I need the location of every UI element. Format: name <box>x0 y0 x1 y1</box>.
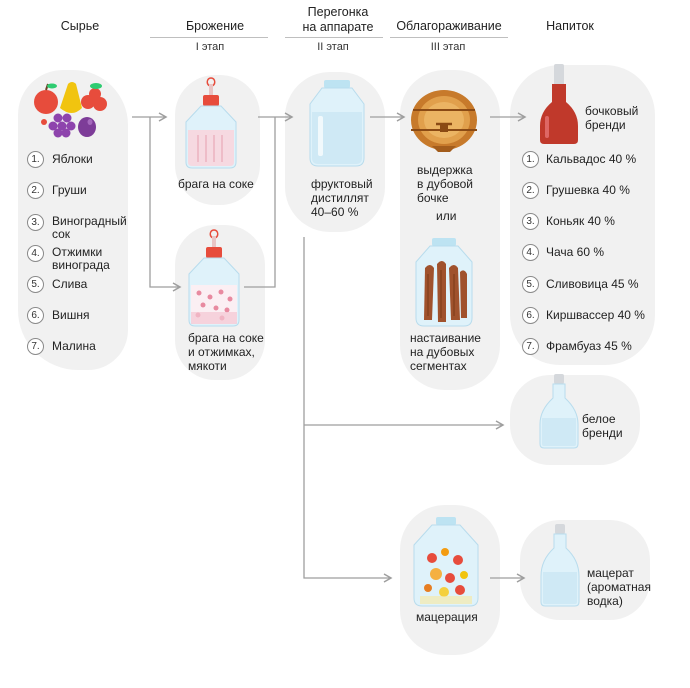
distillate-label-2: дистиллят <box>311 191 369 205</box>
distillate-label-1: фруктовый <box>311 177 373 191</box>
raw-item-num: 5 <box>27 276 44 293</box>
drink-item-label: Киршвассер 40 % <box>546 308 645 322</box>
arrow-mash-to-distillate <box>244 112 294 288</box>
jar-oak-segments <box>415 238 473 327</box>
drink-item-num: 5 <box>522 276 539 293</box>
refinement-divider <box>390 37 508 38</box>
barrel-label-2: в дубовой <box>417 177 474 191</box>
raw-item-num: 2 <box>27 182 44 199</box>
drink-item-num: 1 <box>522 151 539 168</box>
header-distillation-2: на аппарате <box>302 20 374 34</box>
raw-item-num: 1 <box>27 151 44 168</box>
raw-item-label: Малина <box>52 339 96 353</box>
cask-brandy-label-1: бочковый <box>585 104 639 118</box>
drink-item-label: Грушевка 40 % <box>546 183 630 197</box>
segments-label-3: сегментах <box>410 359 467 373</box>
header-refinement: Облагораживание <box>396 19 502 33</box>
refinement-stage: III этап <box>430 41 466 53</box>
header-distillation-1: Перегонка <box>307 5 369 19</box>
macerate-bottle <box>540 524 580 607</box>
oak-barrel <box>411 90 477 152</box>
raw-item-label: Груши <box>52 183 87 197</box>
distillation-divider <box>285 37 383 38</box>
header-drink: Напиток <box>546 19 594 33</box>
segments-label-1: настаивание <box>410 331 481 345</box>
distillation-stage: II этап <box>317 41 349 53</box>
white-brandy-label-1: белое <box>582 412 616 426</box>
macerate-label-3: водка) <box>587 594 623 608</box>
jar-maceration <box>413 517 479 607</box>
cask-brandy-label-2: бренди <box>585 118 626 132</box>
drink-item-num: 4 <box>522 244 539 261</box>
drink-item-num: 6 <box>522 307 539 324</box>
drink-item-label: Сливовица 45 % <box>546 277 639 291</box>
distillate-bottle <box>309 80 365 167</box>
jar-pomace-mash <box>188 229 240 327</box>
pomace-mash-label-2: и отжимках, <box>188 345 255 359</box>
white-brandy-bottle <box>539 374 579 449</box>
drink-item-num: 2 <box>522 182 539 199</box>
fermentation-divider <box>150 37 268 38</box>
raw-item-num: 6 <box>27 307 44 324</box>
drink-item-num: 3 <box>522 213 539 230</box>
distillate-label-3: 40–60 % <box>311 205 359 219</box>
white-brandy-label-2: бренди <box>582 426 623 440</box>
raw-item-label: Слива <box>52 277 88 291</box>
raw-item-num: 7 <box>27 338 44 355</box>
arrow-raw-to-pomace-mash <box>149 117 182 292</box>
arrow-distillate-to-white-brandy <box>303 237 505 583</box>
raw-item-label: Отжимки винограда <box>52 245 110 272</box>
pomace-mash-label-3: мякоти <box>188 359 227 373</box>
drink-item-label: Чача 60 % <box>546 245 605 259</box>
header-raw: Сырье <box>60 19 100 33</box>
macerate-label-1: мацерат <box>587 566 634 580</box>
fermentation-stage: I этап <box>195 41 225 53</box>
drink-item-label: Фрамбуаз 45 % <box>546 339 632 353</box>
maceration-label: мацерация <box>416 610 478 624</box>
juice-mash-label: брага на соке <box>178 177 254 191</box>
raw-item-num: 3 <box>27 214 44 231</box>
drink-item-label: Коньяк 40 % <box>546 214 615 228</box>
barrel-label-1: выдержка <box>417 163 473 177</box>
jar-juice-mash <box>185 77 237 169</box>
cask-brandy-bottle <box>540 64 578 144</box>
raw-item-label: Яблоки <box>52 152 93 166</box>
segments-label-2: на дубовых <box>410 345 475 359</box>
drink-item-num: 7 <box>522 338 539 355</box>
or-label: или <box>436 209 457 223</box>
pomace-mash-label-1: брага на соке <box>188 331 264 345</box>
raw-item-label: Вишня <box>52 308 90 322</box>
barrel-label-3: бочке <box>417 191 449 205</box>
drink-item-label: Кальвадос 40 % <box>546 152 637 166</box>
header-fermentation: Брожение <box>185 19 245 33</box>
macerate-label-2: (ароматная <box>587 580 651 594</box>
raw-item-num: 4 <box>27 245 44 262</box>
fruit-illustration <box>34 82 107 138</box>
raw-item-label: Виноградный сок <box>52 214 127 241</box>
